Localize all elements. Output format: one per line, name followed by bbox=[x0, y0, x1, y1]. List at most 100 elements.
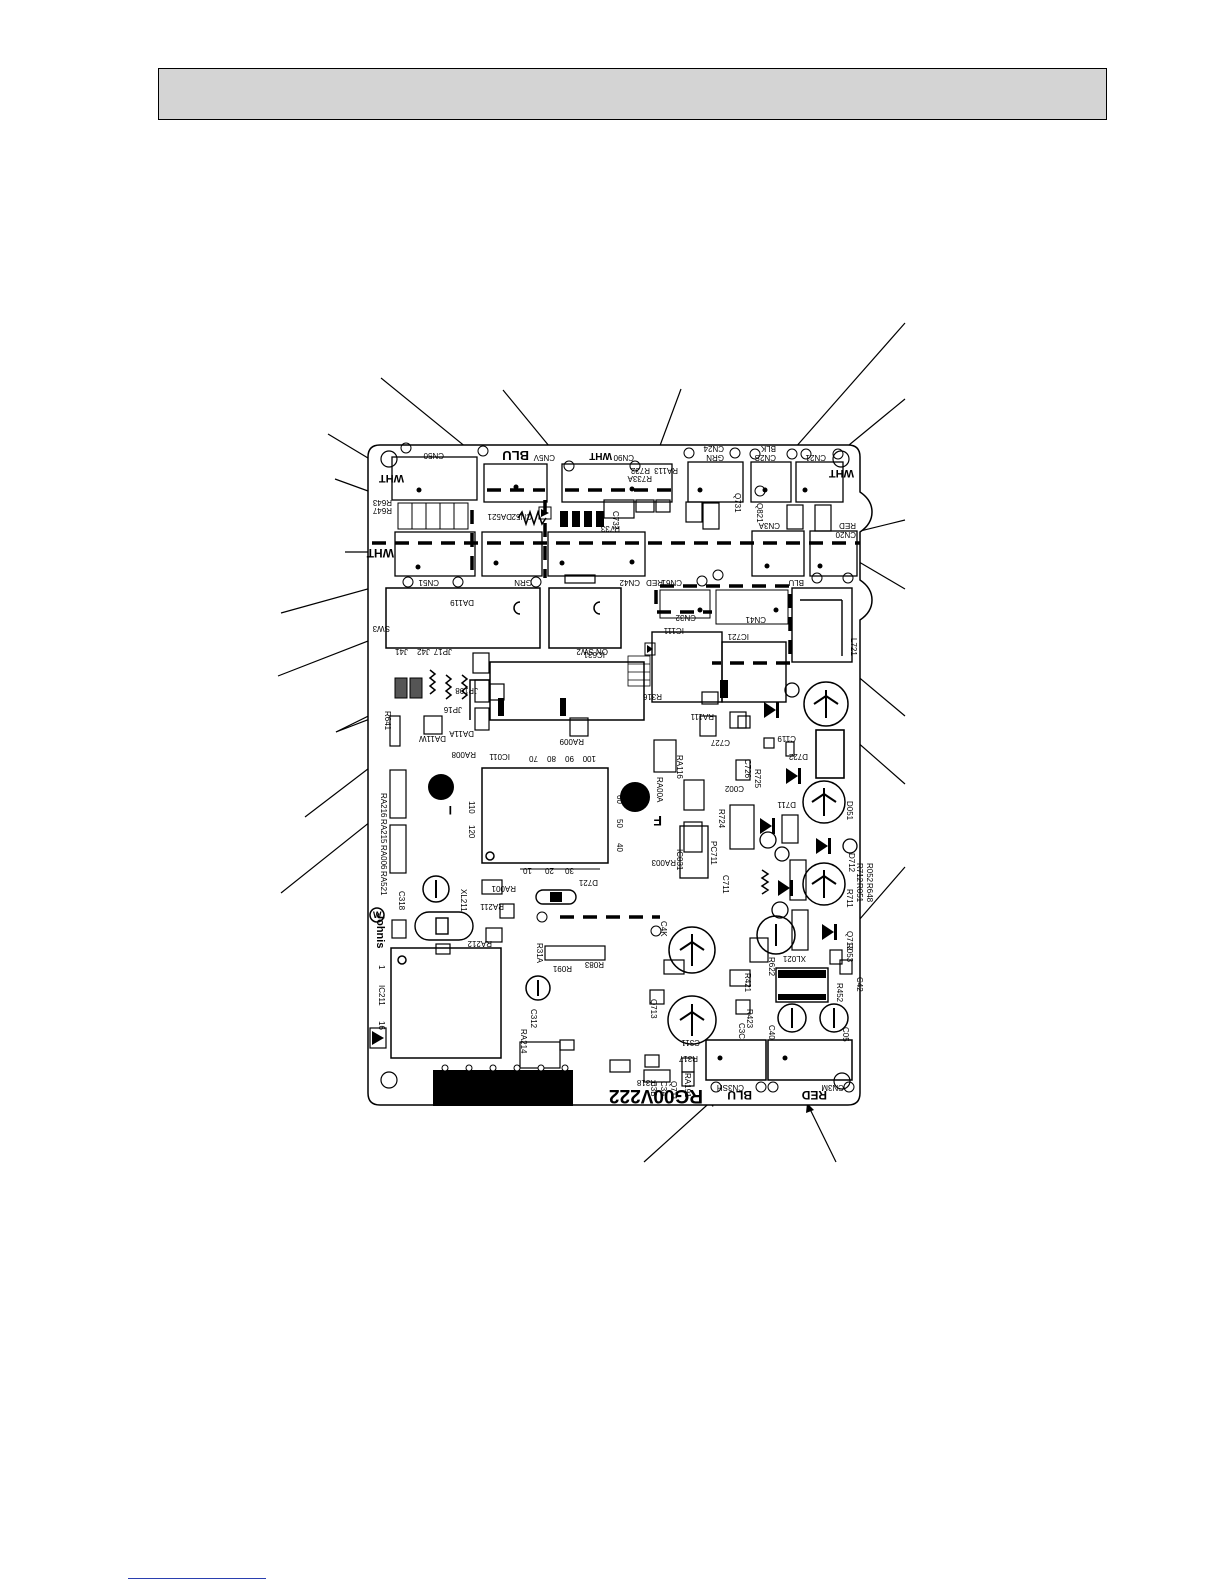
pin-dots bbox=[416, 484, 808, 493]
electrolytic-capacitors bbox=[422, 681, 849, 1045]
warning-triangle-icon bbox=[644, 642, 656, 656]
top-connector-labels: WHT CN50 BLU CN5V WHT CN90 GRN CN24 BLK … bbox=[379, 444, 854, 484]
svg-text:C731: C731 bbox=[611, 511, 620, 531]
connector-color-label: RED bbox=[646, 578, 663, 587]
mounting-hole bbox=[380, 450, 398, 468]
capacitor-c002 bbox=[422, 875, 450, 903]
header-bar bbox=[158, 68, 1107, 120]
switch-notch bbox=[593, 601, 601, 615]
component-label: L721 bbox=[849, 638, 858, 656]
svg-text:R712: R712 bbox=[855, 863, 864, 883]
bottom-heat-bar bbox=[433, 1064, 573, 1106]
svg-text:R452: R452 bbox=[835, 983, 844, 1003]
footer-rule bbox=[128, 1578, 266, 1579]
dashed-trace bbox=[660, 584, 792, 665]
svg-text:C3B: C3B bbox=[649, 1081, 658, 1097]
svg-text:D051: D051 bbox=[845, 801, 854, 821]
svg-text:RA006: RA006 bbox=[379, 845, 388, 870]
svg-text:R725: R725 bbox=[753, 769, 762, 789]
switch-label: SW3 bbox=[372, 624, 390, 633]
mounting-hole bbox=[380, 1071, 398, 1089]
ic011-pin-lines bbox=[482, 862, 608, 870]
svg-text:C318: C318 bbox=[397, 891, 406, 911]
svg-text:70: 70 bbox=[529, 754, 538, 763]
mounting-hole bbox=[833, 1072, 851, 1090]
pin-label: 1 bbox=[377, 965, 386, 970]
warning-triangle-icon bbox=[538, 506, 552, 520]
ground-symbol-icon: W bbox=[369, 907, 385, 923]
part-number: RG00V222 bbox=[609, 1085, 703, 1106]
svg-text:R083: R083 bbox=[584, 960, 604, 969]
chip-label: IC011 bbox=[489, 752, 510, 761]
svg-text:100: 100 bbox=[582, 754, 596, 763]
jumper-label: JP108 bbox=[455, 686, 478, 695]
mid-connector-labels: WHT CN51 GRN CN42 RED CN61 BLU CN3A RED … bbox=[366, 521, 856, 587]
svg-text:R622: R622 bbox=[767, 957, 776, 977]
bottom-connectors bbox=[705, 1039, 853, 1081]
connector-name-label: CN41 bbox=[745, 615, 766, 624]
chip-label: IC721 bbox=[727, 632, 749, 641]
jumper-label: JP16 bbox=[443, 705, 462, 714]
svg-text:RA003: RA003 bbox=[651, 858, 676, 867]
connector-cn50 bbox=[391, 456, 478, 501]
chip-ic631 bbox=[469, 661, 645, 721]
svg-text:30: 30 bbox=[565, 866, 574, 875]
svg-text:Q731: Q731 bbox=[733, 493, 742, 513]
svg-text:R647: R647 bbox=[372, 506, 392, 515]
connector-cn3sh bbox=[705, 1039, 767, 1081]
chip-notch bbox=[498, 698, 566, 716]
capacitor-c318 bbox=[525, 975, 551, 1001]
connector-name-label: CN21 bbox=[805, 453, 826, 462]
connector-cn42 bbox=[481, 531, 543, 577]
svg-text:CN52: CN52 bbox=[511, 512, 532, 521]
switch-sw2 bbox=[548, 587, 622, 649]
connector-name-label: CN42 bbox=[619, 578, 640, 587]
board-outline bbox=[367, 444, 873, 1106]
svg-text:R648: R648 bbox=[865, 883, 874, 903]
connector-cn90 bbox=[561, 463, 673, 503]
crystal-xl211 bbox=[414, 911, 474, 941]
svg-text:RA191: RA191 bbox=[683, 1073, 692, 1098]
connector-cn20 bbox=[809, 530, 858, 577]
svg-text:W: W bbox=[373, 910, 382, 920]
svg-text:90: 90 bbox=[565, 754, 574, 763]
switches bbox=[385, 587, 622, 649]
svg-text:R317: R317 bbox=[678, 1054, 698, 1063]
connector-color-label: WHT bbox=[829, 467, 854, 479]
svg-text:RA215: RA215 bbox=[379, 819, 388, 844]
maker-mark: Johnis bbox=[374, 913, 386, 948]
svg-text:C40: C40 bbox=[767, 1025, 776, 1040]
mark-label: I bbox=[449, 803, 452, 817]
hatched-pads bbox=[394, 677, 423, 699]
zigzag-resistor bbox=[444, 674, 453, 700]
component-label: XL211 bbox=[459, 889, 468, 912]
svg-text:R31A: R31A bbox=[535, 943, 544, 964]
connector-color-label: RED bbox=[801, 1088, 827, 1102]
connector-color-label: BLK bbox=[760, 444, 776, 453]
svg-text:R052: R052 bbox=[865, 863, 874, 883]
svg-text:XL021: XL021 bbox=[782, 954, 806, 963]
capacitor bbox=[756, 915, 796, 955]
chip-notch bbox=[720, 680, 728, 698]
marker-blob bbox=[620, 782, 650, 812]
chip-label: IC031 bbox=[675, 849, 684, 871]
svg-text:R053: R053 bbox=[845, 943, 854, 963]
svg-text:R733A: R733A bbox=[627, 474, 652, 483]
svg-text:R733: R733 bbox=[600, 524, 620, 533]
svg-text:RA521: RA521 bbox=[379, 871, 388, 896]
jumper-labels: J41 J42 JP17 JP16 JP108 bbox=[395, 647, 478, 714]
connector-color-label: GRN bbox=[706, 453, 724, 462]
zigzag-resistor bbox=[760, 869, 770, 895]
capacitor bbox=[819, 1003, 849, 1033]
connector-color-label: BLU bbox=[788, 578, 804, 587]
connector-color-label: GRN bbox=[514, 578, 532, 587]
svg-text:80: 80 bbox=[547, 754, 556, 763]
svg-text:C311: C311 bbox=[681, 1038, 700, 1047]
svg-text:60: 60 bbox=[615, 795, 624, 804]
jumper-label: J41 bbox=[395, 647, 408, 656]
svg-text:R423: R423 bbox=[745, 1009, 754, 1029]
ic011-ticks: 70 80 90 100 110 120 10 20 30 40 50 60 bbox=[467, 754, 624, 875]
connector-name-label: CN61 bbox=[661, 578, 682, 587]
svg-text:C002: C002 bbox=[724, 784, 744, 793]
